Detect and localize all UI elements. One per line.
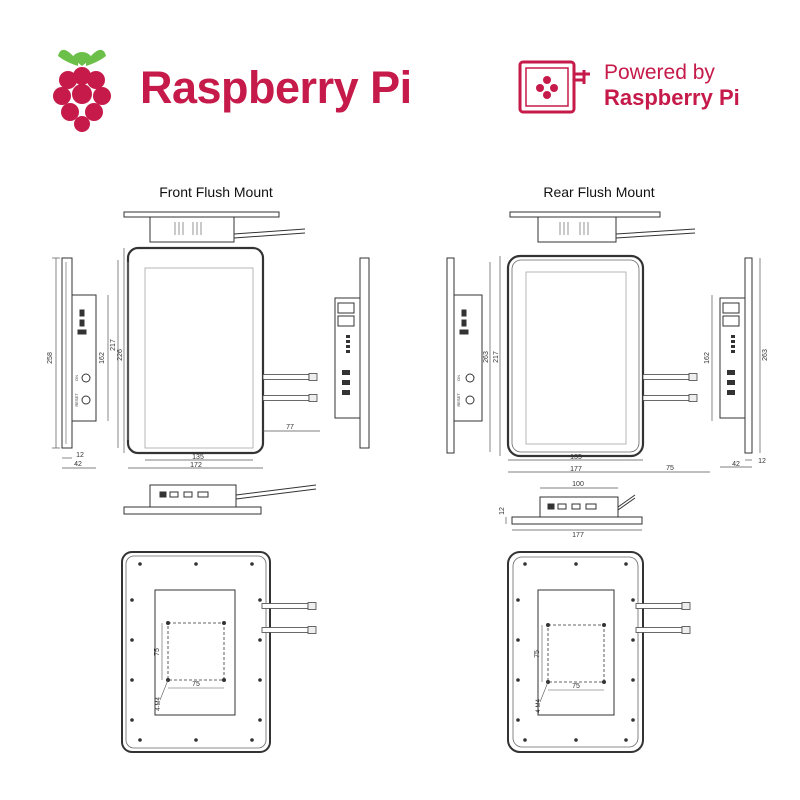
antenna-icon [642, 394, 698, 402]
rear-dim-side-height: 263 [762, 349, 769, 361]
antenna-icon [642, 373, 698, 381]
rear-left-side-view [446, 257, 483, 454]
raspberry-logo-icon [53, 49, 111, 132]
front-dim-inner-a: 217 [110, 339, 117, 351]
antenna-icon [261, 602, 317, 610]
antenna-icon [262, 394, 318, 402]
front-dimension-lines [52, 248, 320, 469]
rear-section-title: Rear Flush Mount [543, 184, 655, 200]
rear-right-side-view [719, 257, 753, 454]
front-dim-outer-width: 172 [190, 462, 202, 469]
front-dim-inner-b: 226 [117, 349, 124, 361]
front-dim-port-height: 162 [99, 352, 106, 364]
rear-dim-antenna: 75 [666, 465, 674, 472]
rear-dim-depth: 42 [732, 461, 740, 468]
rear-dim-inner-a: 217 [493, 351, 500, 363]
antenna-icon [635, 626, 691, 634]
rear-dim-bottom-height: 12 [499, 507, 506, 515]
antenna-icon [635, 602, 691, 610]
rear-bottom-view [511, 494, 643, 525]
antenna-icon [261, 626, 317, 634]
front-dim-antenna: 77 [286, 424, 294, 431]
front-main-panel [126, 246, 265, 455]
rear-dim-bottom-width: 177 [572, 532, 584, 539]
rear-screw-label: 4-M4 [536, 699, 542, 713]
badge-line1: Powered by [604, 61, 715, 84]
front-port-label-on: ON [74, 375, 79, 381]
raspberry-badge-icon [518, 60, 590, 114]
rear-dim-port-height: 162 [704, 352, 711, 364]
front-top-view [123, 211, 306, 243]
rear-port-label-reset: RESET [456, 393, 461, 407]
rear-vesa-v: 75 [534, 650, 541, 658]
front-section-title: Front Flush Mount [159, 184, 273, 200]
front-dim-screen-width: 135 [192, 454, 204, 461]
rear-dim-screen-width: 135 [570, 454, 582, 461]
rear-top-view [509, 211, 696, 243]
front-bottom-view [123, 484, 317, 515]
rear-dim-outer-width: 177 [570, 466, 582, 473]
antenna-icon [262, 373, 318, 381]
rear-port-label-on: ON [456, 375, 461, 381]
front-right-side-view [334, 257, 370, 449]
rear-dimension-lines [489, 256, 761, 531]
front-dim-depth: 42 [74, 461, 82, 468]
front-vesa-v: 75 [154, 648, 161, 656]
rear-dim-depth-small: 12 [758, 458, 766, 465]
front-port-label-reset: RESET [74, 393, 79, 407]
rear-dim-box-width: 100 [572, 481, 584, 488]
front-back-view [121, 551, 271, 753]
rear-dim-inner-b: 263 [483, 351, 490, 363]
rear-vesa-h: 75 [572, 683, 580, 690]
brand-name: Raspberry Pi [140, 62, 412, 113]
front-dim-depth-small: 12 [76, 452, 84, 459]
front-screw-label: 4-M4 [156, 697, 162, 711]
rear-main-panel [506, 254, 645, 458]
front-dim-side-height: 258 [47, 352, 54, 364]
front-vesa-h: 75 [192, 681, 200, 688]
badge-line2: Raspberry Pi [604, 85, 740, 110]
front-left-side-view [61, 257, 97, 449]
rear-back-view [507, 551, 644, 753]
